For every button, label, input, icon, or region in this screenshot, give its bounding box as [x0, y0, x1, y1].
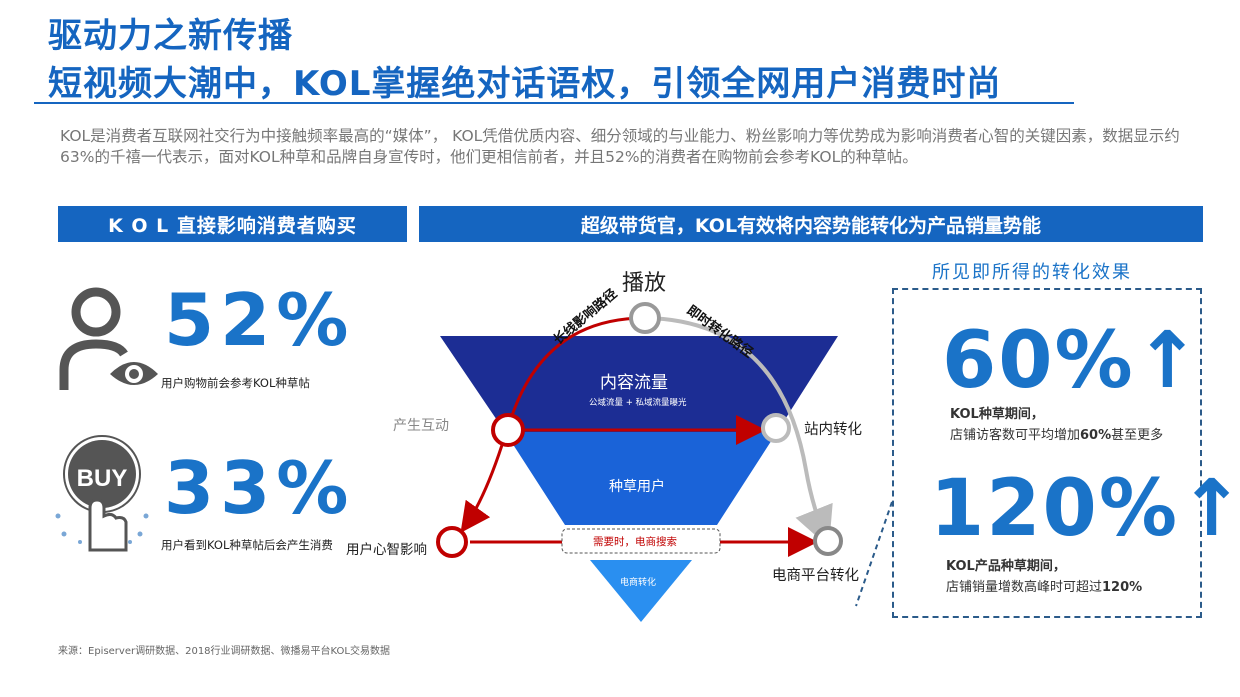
buy-button-icon: BUY: [50, 430, 158, 554]
funnel-layer-ecommerce: [590, 560, 692, 622]
instant-path-arc: [644, 316, 833, 548]
effect-caption-120-pre: 店铺销量增数高峰时可超过: [946, 580, 1103, 595]
node-label-mind: 用户心智影响: [346, 542, 427, 558]
stat-caption-33: 用户看到KOL种草帖后会产生消费: [161, 538, 333, 552]
effect-caption-120-line1: KOL产品种草期间，: [946, 559, 1066, 574]
effects-title: 所见即所得的转化效果: [932, 262, 1132, 283]
effects-box: [892, 288, 1202, 618]
page-title: 驱动力之新传播: [48, 16, 293, 56]
effect-caption-120: KOL产品种草期间， 店铺销量增数高峰时可超过120%: [946, 556, 1142, 598]
search-tag-label: 需要时，电商搜索: [593, 536, 677, 548]
effect-caption-60-post: 甚至更多: [1111, 428, 1164, 443]
node-label-onsite: 站内转化: [804, 422, 862, 438]
funnel-layer-seeding: [505, 432, 777, 525]
source-note: 来源：Episerver调研数据、2018行业调研数据、微播易平台KOL交易数据: [58, 646, 391, 657]
effect-caption-60-bold: 60%: [1080, 428, 1112, 443]
node-play: [629, 302, 661, 334]
search-tag-box: [561, 528, 721, 554]
effect-value-120: 120%↑: [930, 470, 1240, 548]
funnel-layer-content-sublabel: 公域流量 + 私域流量曝光: [589, 398, 687, 408]
node-interaction: [491, 413, 525, 447]
node-label-ecommerce: 电商平台转化: [772, 568, 859, 584]
funnel-layer-seeding-label: 种草用户: [609, 479, 665, 495]
node-onsite: [761, 413, 791, 443]
funnel-layer-content-label: 内容流量: [600, 373, 668, 393]
longterm-path-arc: [506, 316, 646, 429]
up-arrow-icon: ↑: [1178, 464, 1240, 554]
node-ecommerce: [813, 526, 843, 556]
funnel-layer-ecommerce-label: 电商转化: [620, 578, 657, 588]
effect-caption-120-bold: 120%: [1102, 580, 1143, 595]
person-eye-icon: [58, 282, 162, 394]
intro-paragraph: KOL是消费者互联网社交行为中接触频率最高的“媒体”， KOL凭借优质内容、细分…: [60, 127, 1180, 166]
node-mind: [436, 526, 468, 558]
up-arrow-icon: ↑: [1134, 316, 1203, 406]
effect-caption-60-pre: 店铺访客数可平均增加: [950, 428, 1081, 443]
stat-caption-52: 用户购物前会参考KOL种草帖: [161, 376, 310, 390]
effect-value-120-text: 120%: [930, 464, 1179, 554]
page-subtitle: 短视频大潮中，KOL掌握绝对话语权，引领全网用户消费时尚: [48, 64, 1002, 104]
effect-value-60-text: 60%: [942, 316, 1135, 406]
stat-value-33: 33%: [164, 446, 355, 530]
stat-value-52: 52%: [164, 278, 355, 362]
right-section-header: 超级带货官，KOL有效将内容势能转化为产品销量势能: [419, 206, 1203, 242]
funnel-top-label: 播放: [622, 271, 667, 296]
effects-connector: [855, 501, 893, 607]
buy-icon-text: BUY: [77, 465, 128, 492]
title-divider: [34, 102, 1074, 104]
effect-value-60: 60%↑: [942, 322, 1202, 400]
effect-caption-60: KOL种草期间， 店铺访客数可平均增加60%甚至更多: [950, 404, 1163, 446]
effect-caption-60-line1: KOL种草期间，: [950, 407, 1044, 422]
left-section-header: K O L 直接影响消费者购买: [58, 206, 407, 242]
funnel-layer-content: [440, 336, 838, 432]
node-label-interaction: 产生互动: [393, 418, 449, 434]
mind-arrow: [460, 444, 504, 533]
